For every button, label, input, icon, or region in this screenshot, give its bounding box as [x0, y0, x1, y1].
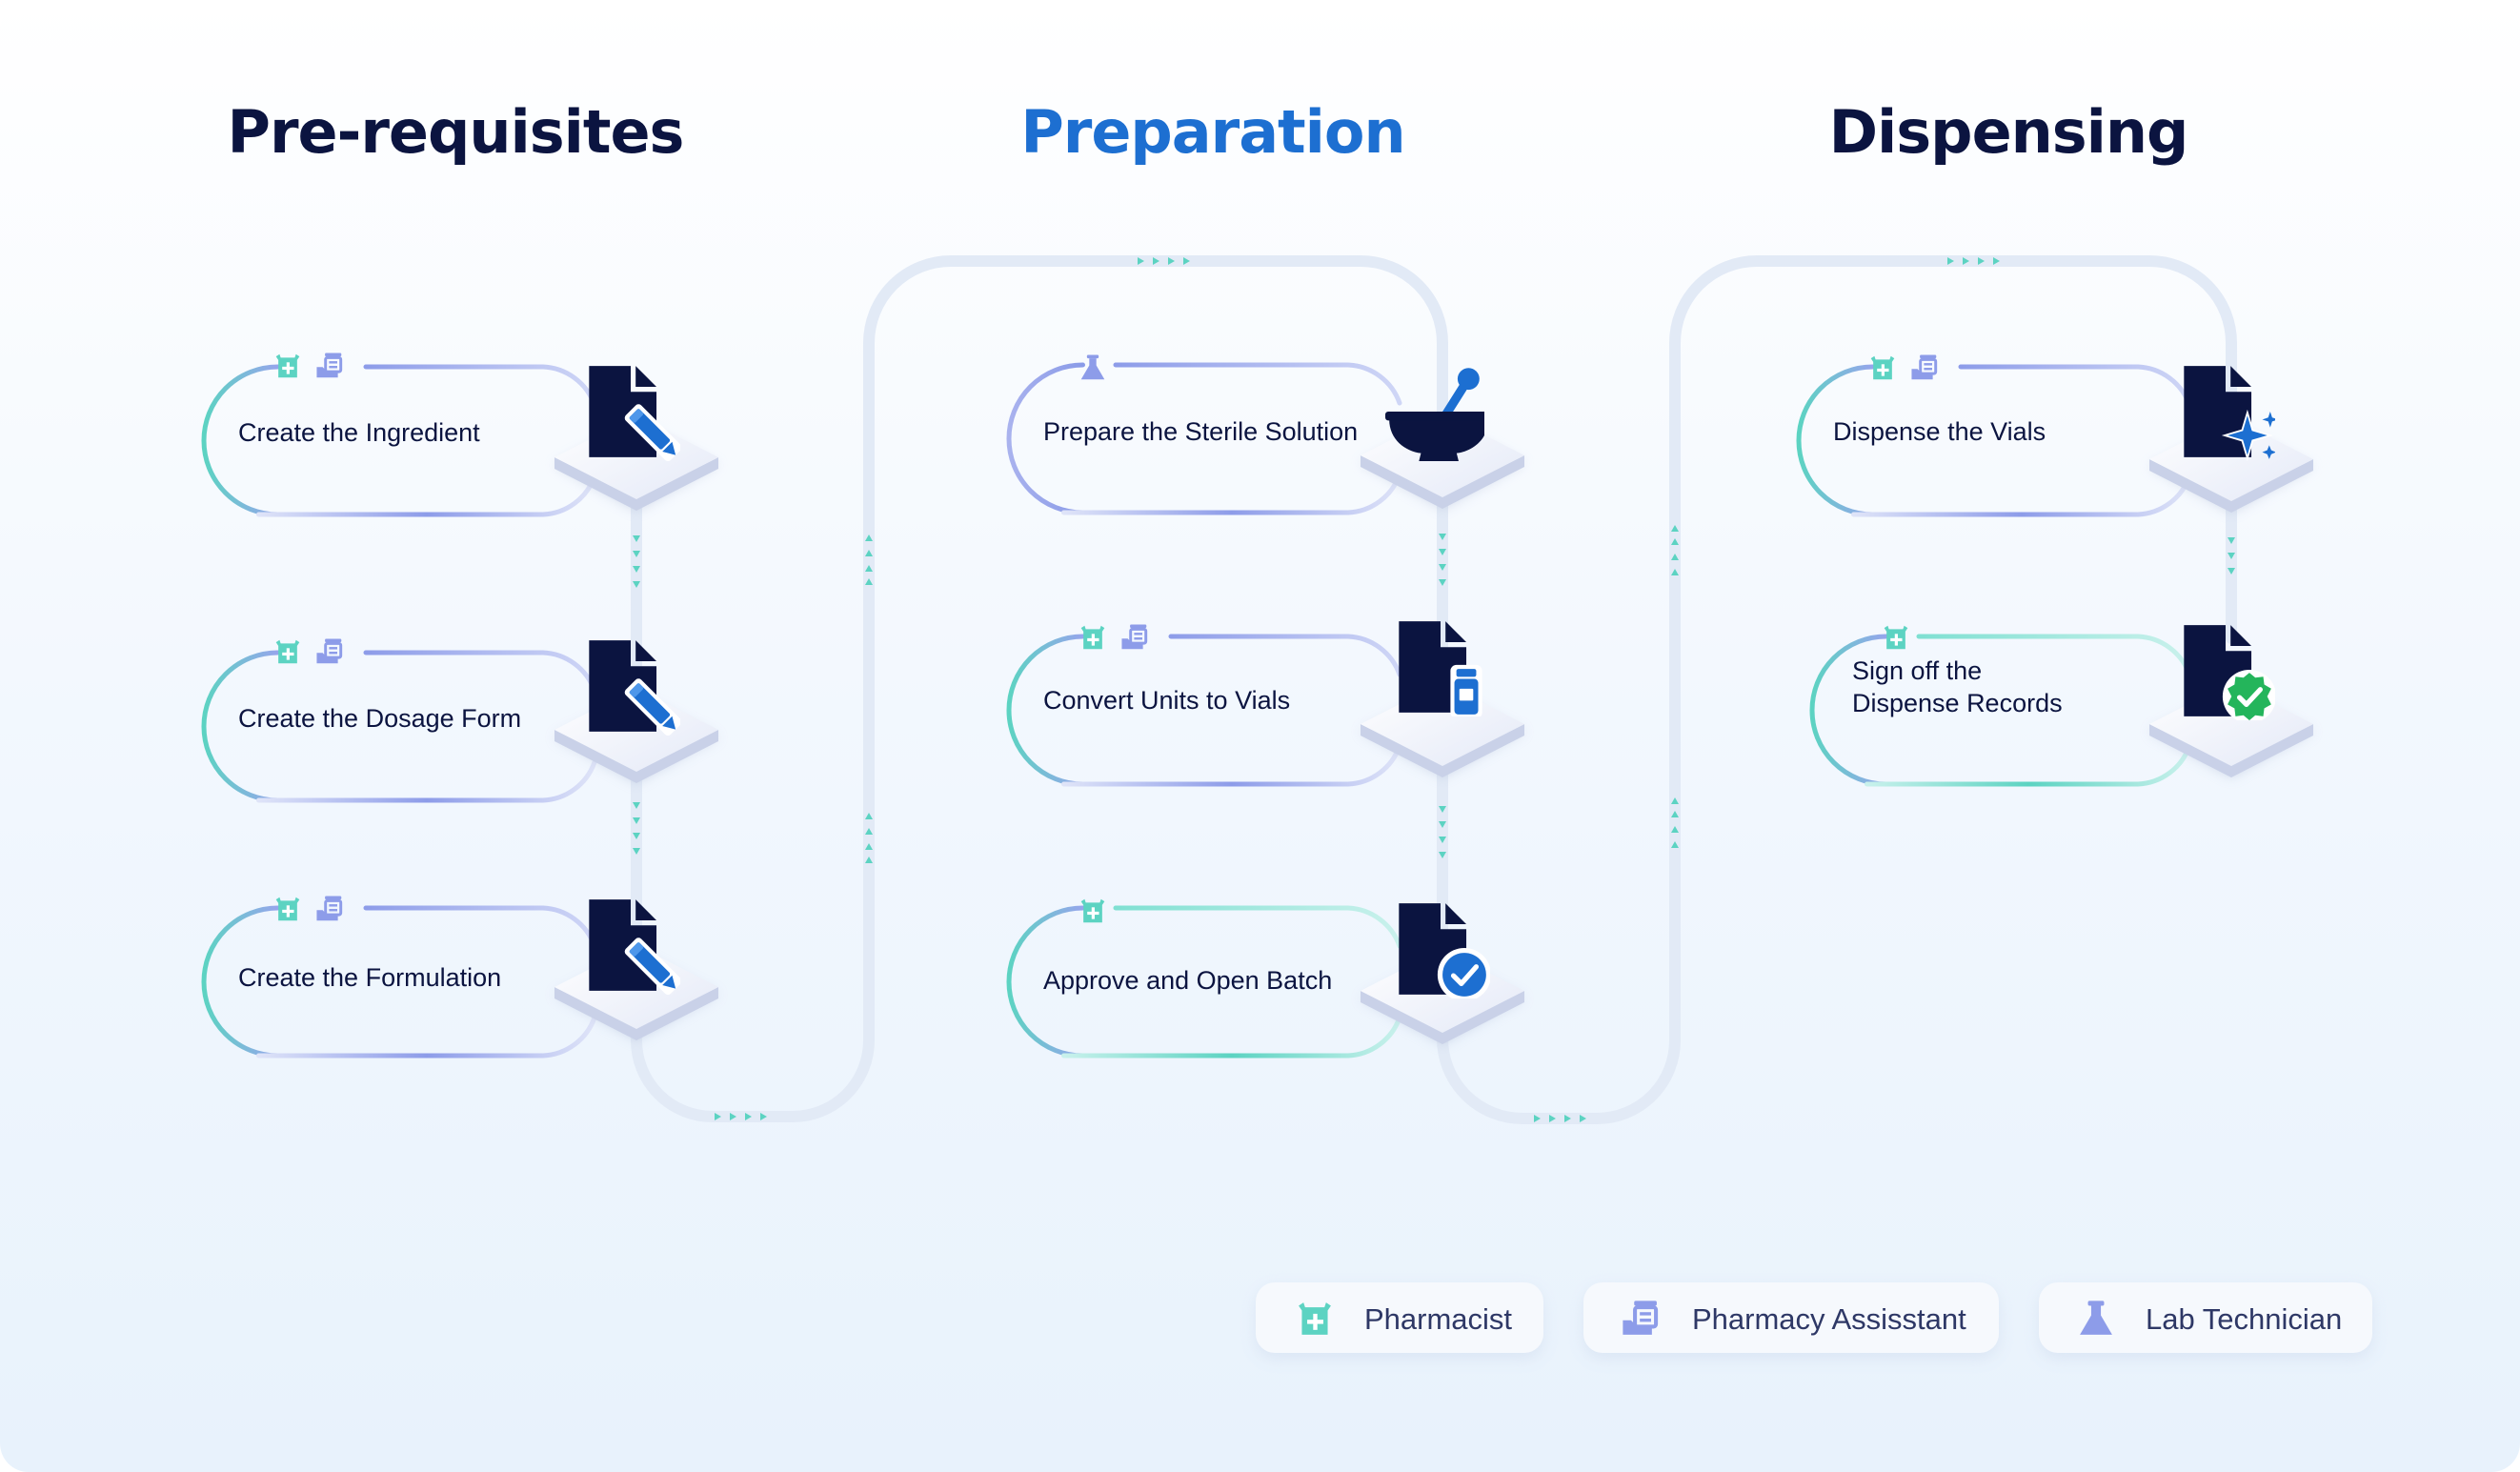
step-label: Prepare the Sterile Solution	[1043, 417, 1358, 446]
track-arrows-right-1	[715, 1113, 767, 1120]
step-pill-bottom-line	[1061, 743, 1402, 787]
legend-label-pharmacy-assistant: Pharmacy Assisstant	[1692, 1302, 1966, 1336]
column-title-prerequisites: Pre-requisites	[228, 97, 684, 167]
step-pill-outline	[201, 364, 280, 517]
step-pill-outline	[1796, 364, 1875, 517]
step-pill-outline	[1006, 905, 1085, 1059]
document-vial-icon	[1399, 621, 1482, 716]
step-label: Approve and Open Batch	[1043, 966, 1332, 995]
tile-side	[554, 457, 718, 511]
step-card: Create the Ingredient	[201, 351, 718, 517]
step-pill-bottom-line	[1061, 472, 1402, 515]
lab-technician-icon	[1080, 354, 1105, 380]
pharmacist-icon	[1080, 898, 1105, 923]
step-pill-top-line	[1113, 905, 1402, 949]
step-label: Sign off the	[1852, 656, 1982, 685]
step-pill-bottom-line	[1061, 1015, 1402, 1059]
track-arrows-right-4	[1947, 257, 2000, 265]
step-pill-top-line	[363, 650, 597, 694]
legend: Pharmacist Pharmacy Assisstant Lab Techn…	[1256, 1282, 2372, 1359]
pharmacist-icon	[275, 897, 300, 921]
step-pill-bottom-line	[256, 759, 597, 803]
legend-item-lab-technician: Lab Technician	[2039, 1282, 2372, 1359]
step-pill-bottom-line	[1865, 743, 2192, 787]
step-card: Create the Dosage Form	[201, 636, 718, 803]
step-pill-bottom-line	[1851, 474, 2192, 517]
step-pill-top-line	[363, 364, 597, 408]
pharmacist-icon	[1080, 625, 1105, 650]
document-edit-icon	[589, 899, 680, 995]
pharmacy-assistant-icon	[1119, 622, 1148, 651]
pharmacist-icon	[1870, 355, 1895, 380]
track-arrows-right-3	[1534, 1115, 1586, 1122]
step-label: Convert Units to Vials	[1043, 686, 1290, 715]
track-arrows-down-3	[1439, 534, 1446, 586]
step-card: Dispense the Vials	[1796, 353, 2313, 517]
legend-item-pharmacy-assistant: Pharmacy Assisstant	[1583, 1282, 1999, 1359]
step-label: Create the Ingredient	[238, 418, 480, 447]
tile-side	[554, 987, 718, 1040]
step-label: Create the Dosage Form	[238, 704, 521, 733]
track-arrows-up-4	[1671, 525, 1679, 575]
step-card: Approve and Open Batch	[1006, 898, 1524, 1059]
track-arrows-down-2	[633, 802, 640, 855]
step-card: Prepare the Sterile Solution	[1006, 354, 1524, 515]
pharmacist-icon	[1884, 625, 1908, 650]
step-pill-bottom-line	[256, 1015, 597, 1059]
tile-side	[554, 730, 718, 783]
step-label: Create the Formulation	[238, 963, 501, 992]
step-pill-top-line	[1168, 634, 1402, 677]
step-pill-outline	[1006, 634, 1085, 787]
track-arrows-up-3	[1671, 797, 1679, 848]
legend-label-lab-technician: Lab Technician	[2146, 1302, 2342, 1336]
pharmacy-assistant-icon	[1909, 353, 1938, 381]
tile-side	[1361, 724, 1524, 777]
document-edit-icon	[589, 366, 680, 461]
legend-item-pharmacist: Pharmacist	[1256, 1282, 1543, 1359]
pharmacy-assistant-icon	[314, 636, 343, 665]
track-arrows-down-4	[1439, 806, 1446, 858]
step-card: Create the Formulation	[201, 894, 718, 1059]
step-pill-top-line	[1113, 362, 1402, 406]
pharmacy-assistant-icon	[314, 351, 343, 379]
tile-side	[1361, 455, 1524, 509]
track-arrows-up-2	[865, 534, 873, 585]
legend-label-pharmacist: Pharmacist	[1364, 1302, 1512, 1336]
track-arrows-down-5	[2228, 537, 2235, 575]
step-pill-top-line	[1958, 364, 2192, 408]
step-card: Convert Units to Vials	[1006, 621, 1524, 787]
track-arrows-up-1	[865, 813, 873, 863]
column-title-dispensing: Dispensing	[1829, 97, 2188, 167]
step-pill-outline	[201, 905, 280, 1059]
tile-side	[2149, 724, 2313, 777]
pharmacist-icon	[275, 639, 300, 664]
tile-side	[2149, 459, 2313, 513]
pharmacist-icon	[275, 353, 300, 378]
tile-side	[1361, 991, 1524, 1044]
step-label: Dispense the Vials	[1833, 417, 2046, 446]
step-pill-outline	[1809, 634, 1888, 787]
document-edit-icon	[589, 640, 680, 736]
pharmacy-assistant-icon	[314, 894, 343, 922]
step-pill-top-line	[363, 905, 597, 949]
step-pill-outline	[201, 650, 280, 803]
column-title-preparation: Preparation	[1020, 97, 1404, 167]
track-arrows-right-2	[1138, 257, 1190, 265]
step-label: Dispense Records	[1852, 689, 2063, 717]
step-pill-bottom-line	[256, 474, 597, 517]
step-pill-outline	[1006, 362, 1085, 515]
track-arrows-down-1	[633, 535, 640, 588]
